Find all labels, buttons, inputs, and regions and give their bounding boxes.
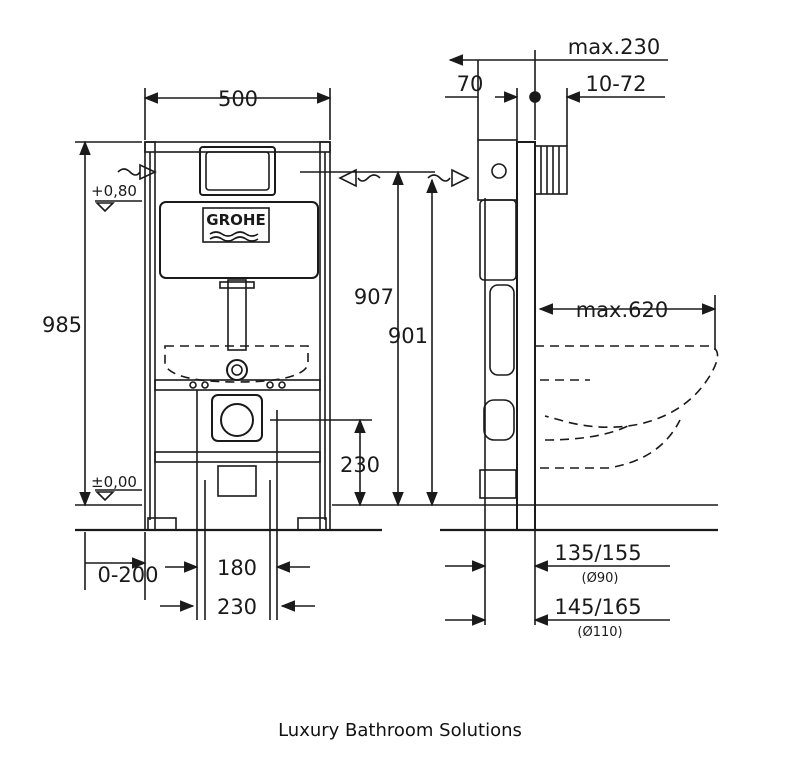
wall-hatch <box>534 145 568 195</box>
caption: Luxury Bathroom Solutions <box>278 720 522 741</box>
waste-pipe <box>217 465 257 497</box>
dim-inlet-offset-label: 70 <box>457 72 484 96</box>
dim-pipe-a-diameter-label: (Ø90) <box>582 571 619 586</box>
dim-pipe-a-label: 135/155 <box>554 541 641 565</box>
wall-section <box>516 141 536 531</box>
front-view <box>75 88 440 620</box>
dim-waste-center-label: 180 <box>217 556 257 580</box>
level-top-label: +0,80 <box>91 182 137 200</box>
cistern <box>159 201 319 279</box>
level-bottom-label: ±0,00 <box>91 473 137 491</box>
dim-pipe-b-label: 145/165 <box>554 595 641 619</box>
dim-inlet-a-label: 907 <box>354 285 394 309</box>
level-mark-bottom <box>95 491 115 502</box>
dim-waste-width-label: 230 <box>217 595 257 619</box>
pan-outline <box>164 345 309 383</box>
dim-waste-height-label: 230 <box>340 453 380 477</box>
dim-inlet-b-label: 901 <box>388 324 428 348</box>
level-mark-top <box>95 202 115 213</box>
brand-logo: GROHE <box>206 211 265 229</box>
cistern-profile <box>477 139 518 201</box>
dim-wall-range-label: 10-72 <box>585 72 646 96</box>
rail-upper <box>154 379 321 391</box>
dim-width-label: 500 <box>218 87 258 111</box>
rail-lower <box>154 451 321 463</box>
dim-max-depth-label: max.230 <box>568 35 661 59</box>
logo-box <box>202 207 270 243</box>
dim-projection-label: max.620 <box>576 298 669 322</box>
side-view <box>427 50 719 626</box>
dim-offset-label: 0-200 <box>97 563 158 587</box>
inlet-left-icon <box>117 168 141 176</box>
waste-outlet <box>211 394 263 442</box>
flush-plate <box>199 146 276 196</box>
dim-pipe-b-diameter-label: (Ø110) <box>577 625 622 640</box>
foot-left <box>147 517 177 531</box>
inlet-right-icon <box>357 174 381 182</box>
dim-height-label: 985 <box>42 313 82 337</box>
wc-pan-outline <box>535 345 719 428</box>
foot-right <box>297 517 327 531</box>
